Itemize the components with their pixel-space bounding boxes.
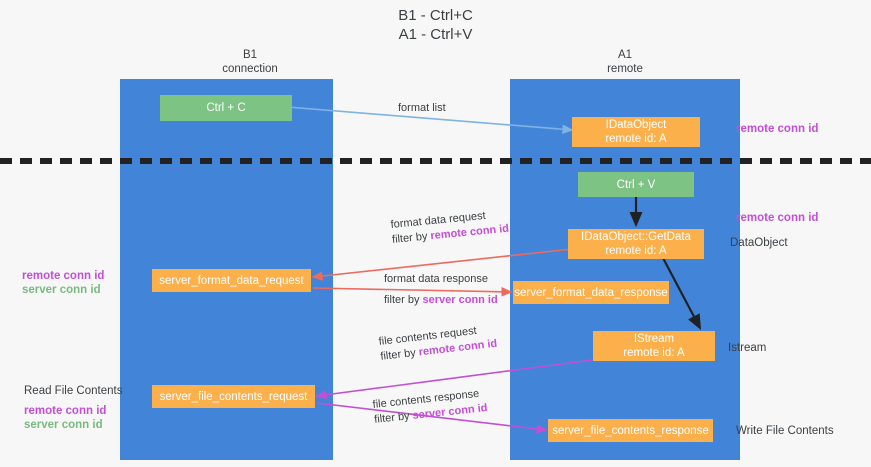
annotation-left-remote-conn-id-mid: remote conn id (22, 270, 105, 282)
column-header-b1: B1 connection (150, 48, 350, 76)
edge-label-file-contents-request: file contents request filter by remote c… (378, 322, 498, 365)
node-istream-line-1: IStream (633, 333, 675, 345)
node-server-file-contents-response[interactable]: server_file_contents_response (548, 419, 713, 442)
diagram-title: B1 - Ctrl+C A1 - Ctrl+V (0, 6, 871, 44)
annotation-right-write-file-contents: Write File Contents (736, 425, 834, 437)
node-idataobject-top-line-2: remote id: A (605, 133, 667, 145)
node-istream[interactable]: IStream remote id: A (593, 331, 715, 361)
filter-prefix: filter by (391, 230, 432, 246)
annotation-left-server-conn-id-mid: server conn id (22, 284, 101, 296)
column-header-b1-role: connection (222, 63, 278, 75)
filter-prefix: filter by (379, 346, 420, 363)
edge-label-format-list: format list (398, 101, 446, 116)
phase-divider (0, 158, 871, 164)
node-ctrl-v[interactable]: Ctrl + V (578, 172, 694, 197)
node-server-format-data-response[interactable]: server_format_data_response (513, 281, 669, 304)
annotation-right-remote-conn-id-top: remote conn id (736, 123, 819, 135)
annotation-right-istream: Istream (728, 342, 767, 354)
node-ctrl-c[interactable]: Ctrl + C (160, 95, 292, 121)
node-ctrl-v-label: Ctrl + V (616, 178, 656, 191)
node-idataobject-top-line-1: IDataObject (605, 119, 667, 131)
column-header-a1-name: A1 (617, 49, 633, 61)
node-server-file-contents-response-label: server_file_contents_response (552, 424, 709, 437)
node-idataobject-top[interactable]: IDataObject remote id: A (572, 117, 700, 147)
node-idataobject-getdata[interactable]: IDataObject::GetData remote id: A (568, 229, 704, 259)
edge-label-format-data-response-filter: filter by server conn id (384, 293, 498, 308)
annotation-right-dataobject: DataObject (730, 237, 788, 249)
node-server-file-contents-request[interactable]: server_file_contents_request (152, 385, 315, 408)
filter-prefix: filter by (384, 294, 423, 306)
column-header-b1-name: B1 (242, 49, 258, 61)
edge-label-file-contents-response: file contents response filter by server … (372, 386, 488, 428)
column-header-a1-role: remote (607, 63, 643, 75)
edge-label-format-data-response-line-1: format data response (384, 273, 488, 285)
edge-label-format-data-response: format data response filter by server co… (384, 272, 498, 308)
annotation-left-server-conn-id-bottom: server conn id (24, 419, 103, 431)
filter-key-server-conn-id: server conn id (422, 294, 498, 306)
node-server-format-data-response-label: server_format_data_response (514, 286, 668, 299)
node-istream-line-2: remote id: A (623, 347, 685, 359)
edge-label-format-list-text: format list (398, 102, 446, 114)
node-idataobject-getdata-line-2: remote id: A (605, 245, 667, 257)
column-header-a1: A1 remote (525, 48, 725, 76)
node-server-format-data-request-label: server_format_data_request (159, 274, 304, 287)
node-server-file-contents-request-label: server_file_contents_request (159, 390, 308, 403)
diagram-title-line-1: B1 - Ctrl+C (398, 7, 473, 24)
edge-label-format-data-request: format data request filter by remote con… (390, 207, 510, 248)
filter-prefix: filter by (373, 409, 414, 426)
annotation-left-read-file-contents: Read File Contents (24, 385, 123, 397)
annotation-left-remote-conn-id-bottom: remote conn id (24, 405, 107, 417)
node-idataobject-getdata-line-1: IDataObject::GetData (581, 231, 691, 243)
node-ctrl-c-label: Ctrl + C (206, 102, 246, 114)
diagram-title-line-2: A1 - Ctrl+V (398, 26, 473, 43)
node-server-format-data-request[interactable]: server_format_data_request (152, 269, 311, 292)
annotation-right-remote-conn-id-mid: remote conn id (736, 212, 819, 224)
